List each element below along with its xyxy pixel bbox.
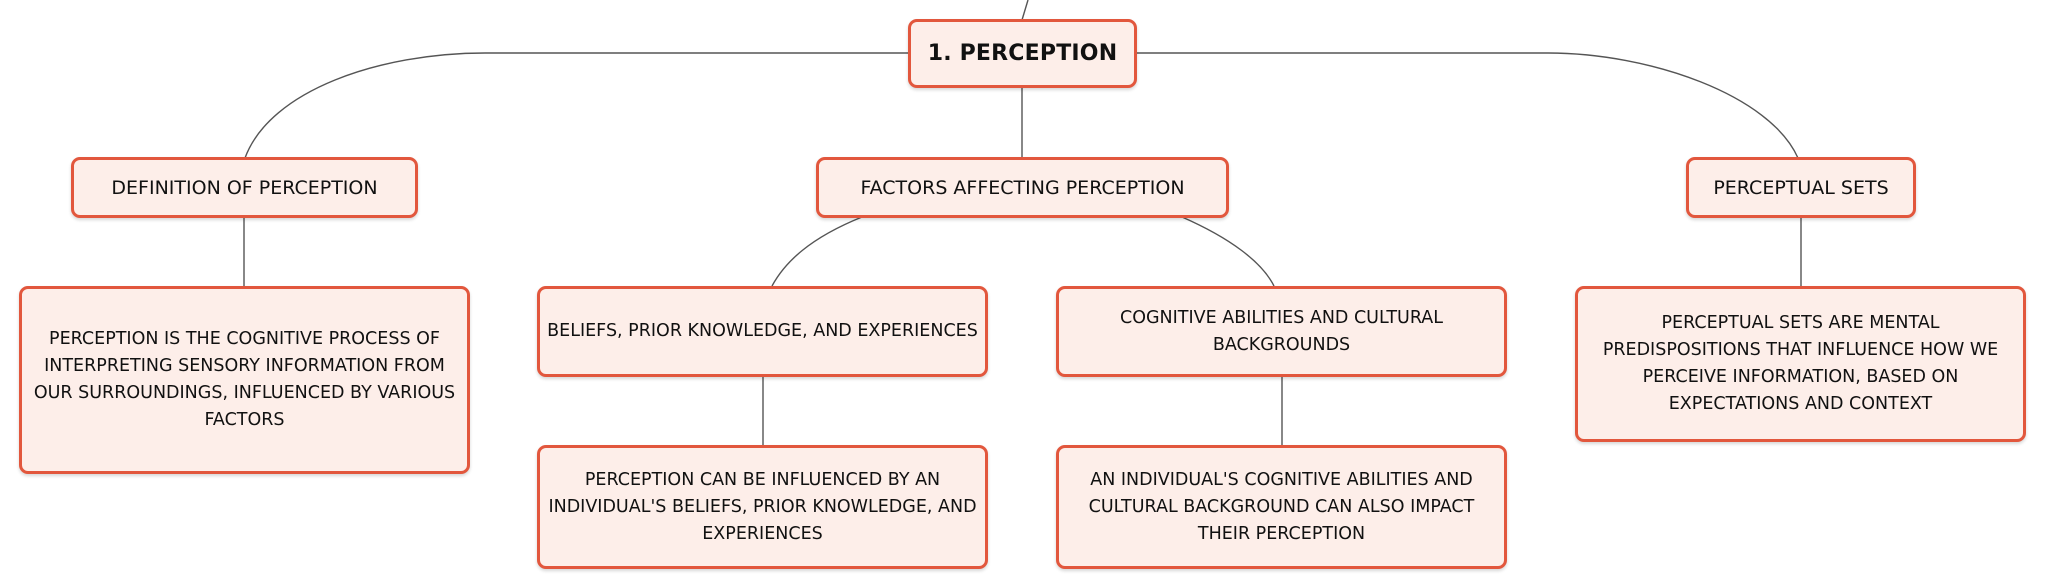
cognitive-label: COGNITIVE ABILITIES AND CULTURAL BACKGRO… bbox=[1119, 307, 1443, 355]
root-node[interactable]: 1. PERCEPTION bbox=[908, 19, 1137, 88]
perceptual-sets-label: PERCEPTUAL SETS bbox=[1713, 176, 1889, 199]
beliefs-detail-node[interactable]: PERCEPTION CAN BE INFLUENCED BY AN INDIV… bbox=[537, 445, 988, 569]
beliefs-label: BELIEFS, PRIOR KNOWLEDGE, AND EXPERIENCE… bbox=[547, 321, 978, 341]
definition-detail-text: PERCEPTION IS THE COGNITIVE PROCESS OF I… bbox=[33, 329, 456, 430]
connector-to-parent bbox=[1021, 0, 1029, 21]
cognitive-node[interactable]: COGNITIVE ABILITIES AND CULTURAL BACKGRO… bbox=[1056, 286, 1507, 377]
connector-factors-cognitive bbox=[1181, 216, 1275, 287]
perceptual-sets-detail-text: PERCEPTUAL SETS ARE MENTAL PREDISPOSITIO… bbox=[1602, 313, 1999, 414]
definition-label: DEFINITION OF PERCEPTION bbox=[111, 176, 378, 199]
perceptual-sets-node[interactable]: PERCEPTUAL SETS bbox=[1686, 157, 1916, 218]
connector-root-definition bbox=[244, 52, 908, 159]
beliefs-detail-text: PERCEPTION CAN BE INFLUENCED BY AN INDIV… bbox=[548, 469, 977, 544]
connector-factors-beliefs bbox=[771, 216, 863, 287]
perceptual-sets-detail-node[interactable]: PERCEPTUAL SETS ARE MENTAL PREDISPOSITIO… bbox=[1575, 286, 2026, 442]
root-label: 1. PERCEPTION bbox=[927, 41, 1118, 66]
connector-root-sets bbox=[1136, 52, 1799, 159]
factors-node[interactable]: FACTORS AFFECTING PERCEPTION bbox=[816, 157, 1229, 218]
definition-node[interactable]: DEFINITION OF PERCEPTION bbox=[71, 157, 418, 218]
cognitive-detail-node[interactable]: AN INDIVIDUAL'S COGNITIVE ABILITIES AND … bbox=[1056, 445, 1507, 569]
definition-detail-node[interactable]: PERCEPTION IS THE COGNITIVE PROCESS OF I… bbox=[19, 286, 470, 474]
factors-label: FACTORS AFFECTING PERCEPTION bbox=[860, 176, 1185, 199]
beliefs-node[interactable]: BELIEFS, PRIOR KNOWLEDGE, AND EXPERIENCE… bbox=[537, 286, 988, 377]
cognitive-detail-text: AN INDIVIDUAL'S COGNITIVE ABILITIES AND … bbox=[1088, 469, 1475, 544]
